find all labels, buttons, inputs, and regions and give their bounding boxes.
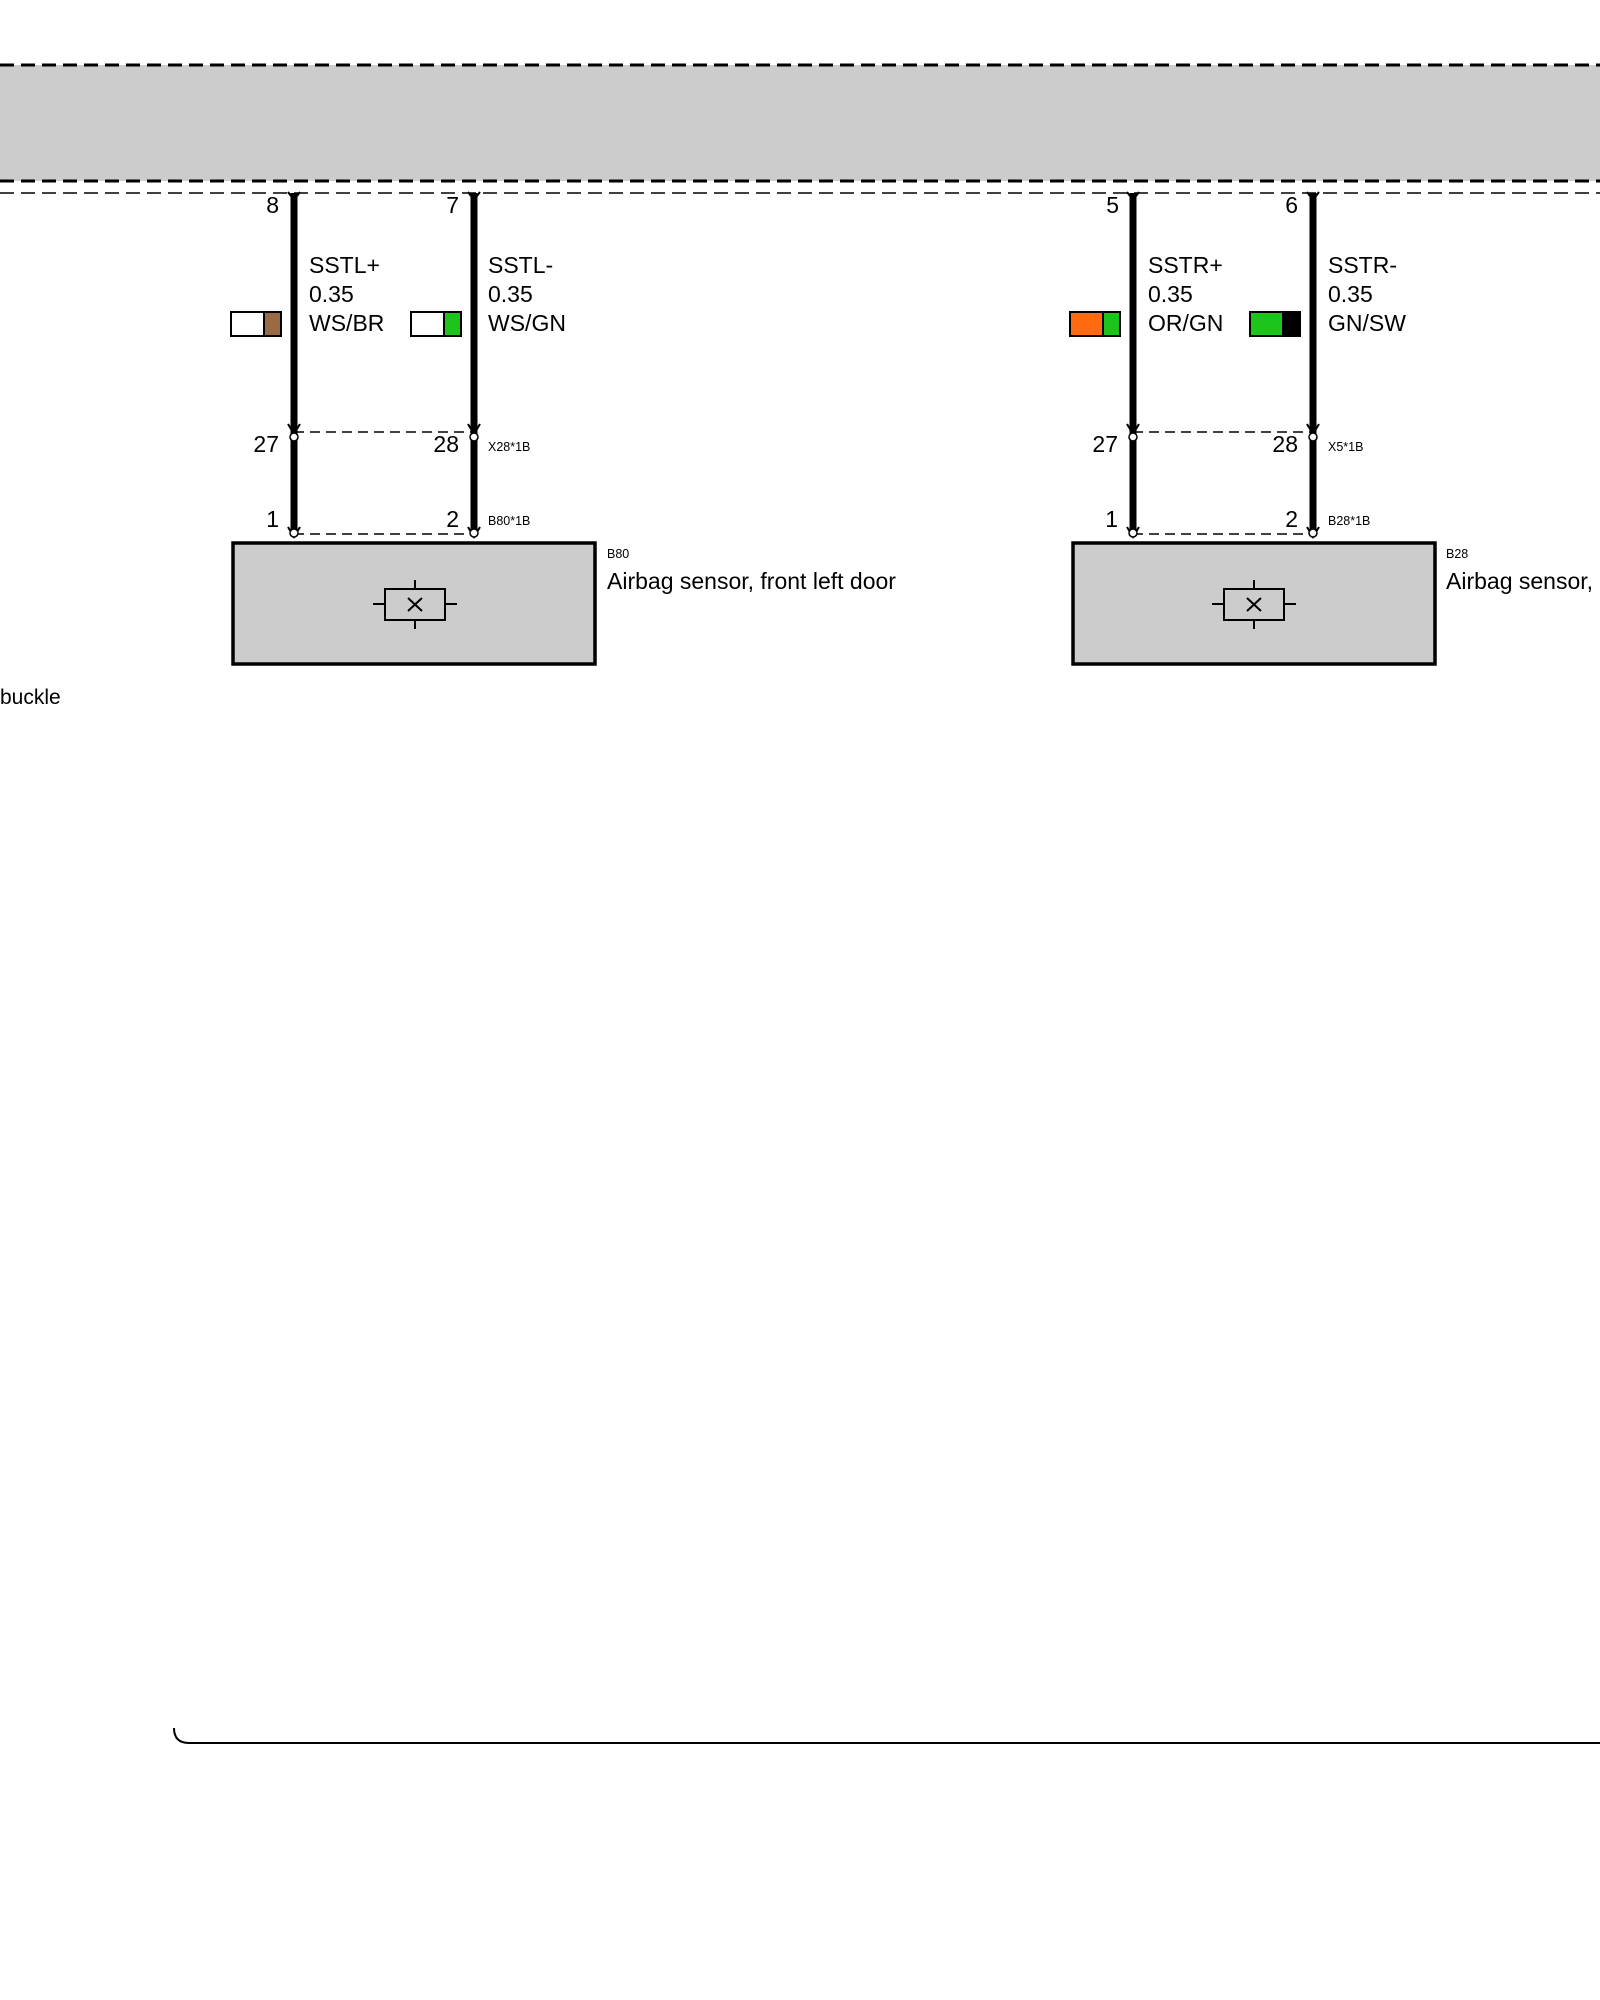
gauge-label: 0.35 [488, 281, 533, 307]
wire-color-swatch [410, 311, 462, 337]
signal-label: SSTR+ [1148, 252, 1223, 278]
signal-label: SSTR- [1328, 252, 1397, 278]
inline-connector-label: X28*1B [488, 440, 530, 454]
ecu-pin-label: 6 [1285, 192, 1298, 218]
pin-fork [1306, 191, 1320, 202]
pin-fork [1126, 191, 1140, 202]
inline-pin-label: 27 [253, 431, 279, 457]
sensor-pin-label: 2 [1285, 506, 1298, 532]
wire-color-swatch [230, 311, 282, 337]
truncated-component-label: buckle [0, 686, 61, 709]
wire-color-swatch [1069, 311, 1121, 337]
signal-label: SSTL- [488, 252, 553, 278]
sensor-connector [287, 526, 481, 539]
sensor-circuit-left: 8 7 SSTL+ 0.35 WS/BR SSTL- 0.35 WS/GN [230, 191, 896, 666]
control-unit [0, 63, 1600, 194]
component-name: Airbag sensor, [1446, 568, 1593, 594]
inline-connector [287, 423, 481, 442]
sensor-pin-label: 2 [446, 506, 459, 532]
pin-fork [467, 191, 481, 202]
group-bracket [173, 1727, 1600, 1744]
inline-pin-label: 28 [433, 431, 459, 457]
inline-connector [1126, 423, 1320, 442]
sensor-connector-label: B80*1B [488, 514, 530, 528]
sensor-symbol-icon [373, 580, 457, 629]
color-code-label: WS/GN [488, 310, 566, 336]
pin-fork [287, 191, 301, 202]
ecu-pin-label: 7 [446, 192, 459, 218]
signal-label: SSTL+ [309, 252, 380, 278]
ecu-pin-label: 8 [266, 192, 279, 218]
sensor-pin-label: 1 [1105, 506, 1118, 532]
sensor-pin-label: 1 [266, 506, 279, 532]
ecu-pin-label: 5 [1106, 192, 1119, 218]
sensor-connector [1126, 526, 1320, 539]
color-code-label: WS/BR [309, 310, 384, 336]
inline-connector-label: X5*1B [1328, 440, 1363, 454]
component-code: B28 [1446, 547, 1468, 561]
sensor-connector-label: B28*1B [1328, 514, 1370, 528]
inline-pin-label: 27 [1092, 431, 1118, 457]
sensor-circuit-right: 5 6 SSTR+ 0.35 OR/GN SSTR- 0.35 GN/SW 27 [1069, 191, 1593, 666]
wire-color-swatch [1249, 311, 1301, 337]
color-code-label: OR/GN [1148, 310, 1223, 336]
color-code-label: GN/SW [1328, 310, 1406, 336]
gauge-label: 0.35 [309, 281, 354, 307]
component-code: B80 [607, 547, 629, 561]
inline-pin-label: 28 [1272, 431, 1298, 457]
gauge-label: 0.35 [1328, 281, 1373, 307]
gauge-label: 0.35 [1148, 281, 1193, 307]
component-name: Airbag sensor, front left door [607, 568, 896, 594]
sensor-symbol-icon [1212, 580, 1296, 629]
